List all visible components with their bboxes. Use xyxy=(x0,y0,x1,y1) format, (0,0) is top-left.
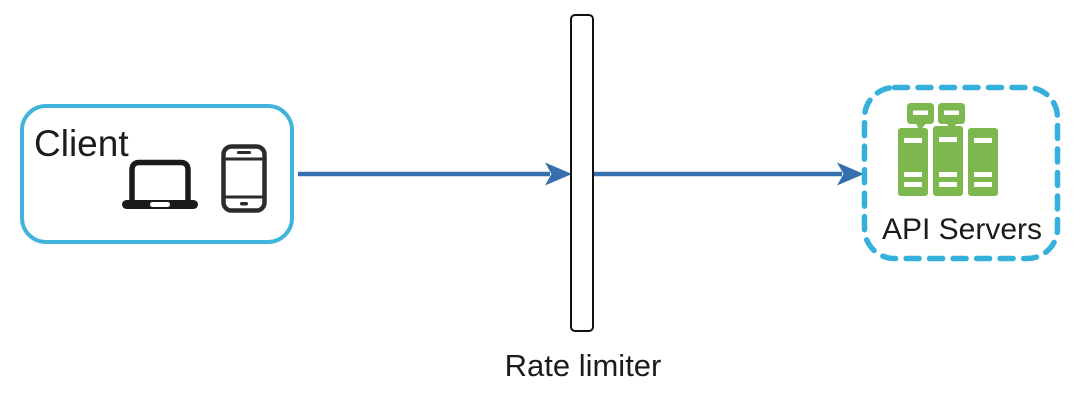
client-node-label: Client xyxy=(34,123,129,164)
server-stack-icon xyxy=(898,103,998,196)
api-servers-label: API Servers xyxy=(881,213,1043,246)
api-servers-node xyxy=(861,84,1061,262)
rate-limiter-label: Rate limiter xyxy=(504,348,662,383)
rate-limiter-node xyxy=(570,14,594,332)
client-node xyxy=(20,104,294,244)
laptop-icon xyxy=(122,159,198,209)
arrow-rate-limiter-to-api-servers xyxy=(593,162,864,186)
smartphone-icon xyxy=(221,144,267,213)
arrow-client-to-rate-limiter xyxy=(298,162,572,186)
